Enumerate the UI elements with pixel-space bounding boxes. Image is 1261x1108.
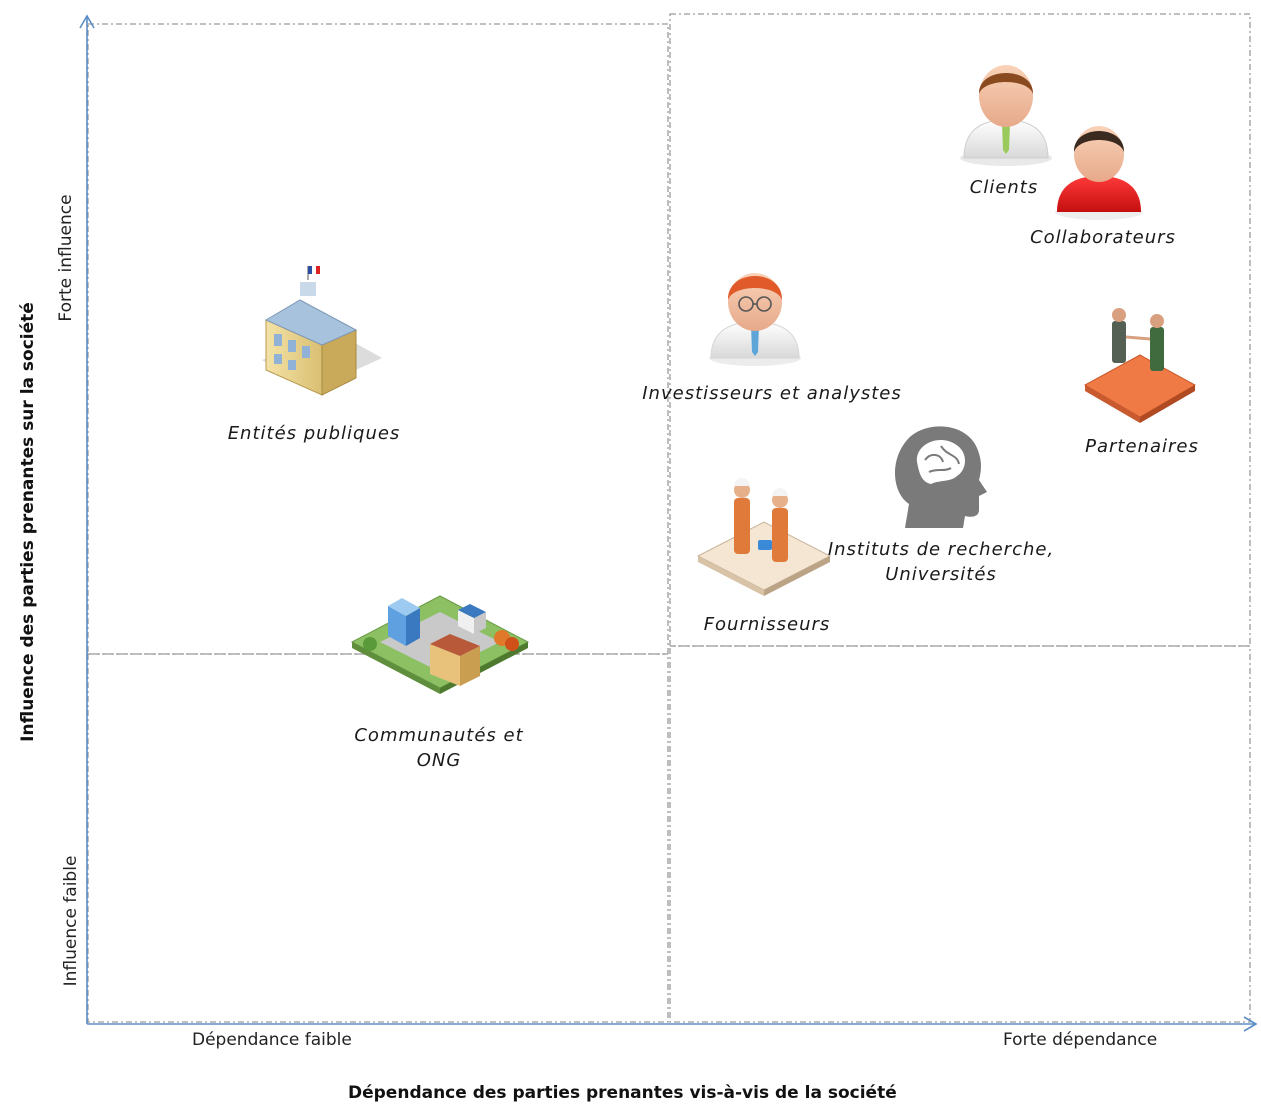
partenaires-icon <box>1083 308 1197 423</box>
y-axis-arrow <box>79 14 95 29</box>
communautes-icon <box>350 595 530 694</box>
x-axis-arrow <box>1243 1016 1258 1032</box>
quadrant-bottom-right <box>669 645 1251 1023</box>
x-axis-title: Dépendance des parties prenantes vis-à-v… <box>348 1083 897 1103</box>
entites-publiques-label: Entités publiques <box>227 423 401 444</box>
instituts-label-line1: Instituts de recherche, <box>827 539 1055 560</box>
x-axis-high-label: Forte dépendance <box>1003 1030 1158 1050</box>
collaborateurs-label: Collaborateurs <box>1030 227 1176 248</box>
quadrant-bottom-left <box>87 653 669 1023</box>
clients-icon <box>960 65 1052 166</box>
investisseurs-label: Investisseurs et analystes <box>642 383 902 404</box>
collaborateurs-icon <box>1055 126 1143 220</box>
communautes-label-line2: ONG <box>416 750 462 771</box>
instituts-recherche-icon <box>895 426 987 528</box>
y-axis-title: Influence des parties prenantes sur la s… <box>18 302 38 742</box>
axes <box>79 14 1258 1032</box>
fournisseurs-label: Fournisseurs <box>703 614 831 635</box>
x-axis-low-label: Dépendance faible <box>192 1030 352 1050</box>
clients-label: Clients <box>969 177 1039 198</box>
instituts-label-line2: Universités <box>885 564 997 585</box>
quadrant-top-left <box>87 23 669 655</box>
partenaires-label: Partenaires <box>1085 436 1199 457</box>
entites-publiques-icon <box>262 266 382 396</box>
investisseurs-icon <box>709 273 801 366</box>
quadrant-grid <box>87 13 1251 1023</box>
y-axis-high-label: Forte influence <box>56 194 76 322</box>
fournisseurs-icon <box>696 478 832 596</box>
communautes-label-line1: Communautés et <box>354 725 524 746</box>
y-axis-low-label: Influence faible <box>61 855 81 987</box>
